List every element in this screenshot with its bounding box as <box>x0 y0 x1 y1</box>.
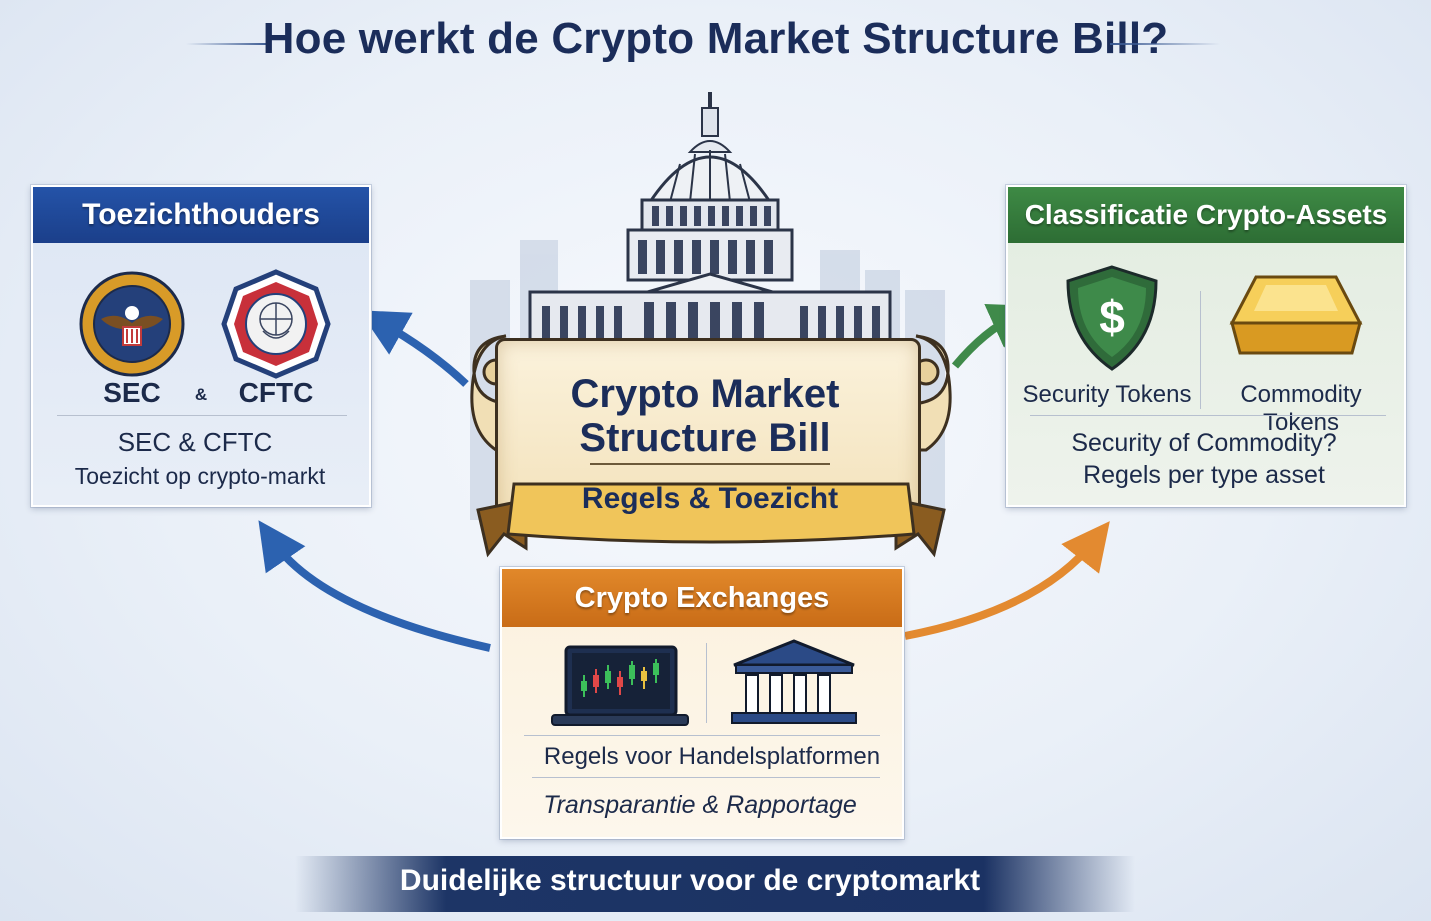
arrow-exchanges-to-classification <box>904 521 1110 640</box>
bill-title: Crypto Market Structure Bill <box>505 372 905 460</box>
exchanges-rule-top <box>524 735 880 736</box>
classification-panel: Classificatie Crypto-Assets $ Security T… <box>1006 185 1406 507</box>
classification-desc-line2: Regels per type asset <box>1083 461 1325 489</box>
security-shield-icon: $ <box>1066 265 1158 371</box>
svg-text:$: $ <box>1099 291 1125 343</box>
exchanges-heading: Crypto Exchanges <box>502 569 902 627</box>
page-title: Hoe werkt de Crypto Market Structure Bil… <box>262 14 1169 63</box>
arrow-exchanges-to-regulators <box>258 520 491 652</box>
classification-separator <box>1030 415 1386 416</box>
regulators-separator <box>57 415 347 416</box>
gold-bar-icon <box>1229 275 1363 355</box>
sec-seal-icon <box>79 271 185 377</box>
regulators-heading: Toezichthouders <box>33 187 369 243</box>
ampersand-label: & <box>194 385 208 404</box>
banner-label: Regels & Toezicht <box>581 482 839 515</box>
bill-title-rule <box>590 463 830 465</box>
bill-title-line1: Crypto Market <box>570 372 840 416</box>
banner-ribbon <box>476 482 946 558</box>
exchanges-panel: Crypto Exchanges Regels voor Handelsplat… <box>500 567 904 839</box>
bill-title-line2: Structure Bill <box>579 416 831 460</box>
trading-laptop-icon <box>551 645 689 726</box>
sec-label: SEC <box>103 377 161 408</box>
cftc-label: CFTC <box>238 377 314 408</box>
exchanges-line1: Regels voor Handelsplatformen <box>543 743 881 770</box>
regulators-panel: Toezichthouders SEC & CFTC SEC & CFTC To… <box>31 185 371 507</box>
classification-heading: Classificatie Crypto-Assets <box>1008 187 1404 243</box>
regulators-desc-line2: Toezicht op crypto-markt <box>74 463 326 489</box>
exchanges-line2: Transparantie & Rapportage <box>543 791 857 819</box>
arrow-to-regulators <box>359 310 469 387</box>
commodity-tokens-label: Commodity Tokens <box>1240 381 1362 436</box>
security-tokens-label: Security Tokens <box>1022 381 1192 408</box>
classification-desc-line1: Security of Commodity? <box>1071 429 1337 457</box>
exchanges-rule-mid <box>532 777 880 778</box>
cftc-seal-icon <box>221 269 331 379</box>
regulators-desc-line1: SEC & CFTC <box>117 427 273 457</box>
footer-banner <box>295 856 1135 912</box>
footer-text: Duidelijke structuur voor de cryptomarkt <box>399 864 981 897</box>
title-line-right <box>1110 43 1220 45</box>
bank-building-icon <box>731 639 857 724</box>
title-line-left <box>186 43 268 45</box>
exchanges-icon-divider <box>706 643 707 723</box>
token-divider <box>1200 291 1201 409</box>
